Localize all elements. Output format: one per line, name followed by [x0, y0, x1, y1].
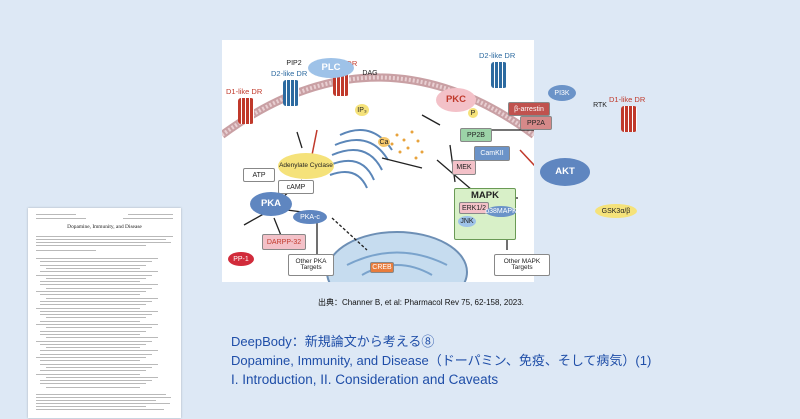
receptor-label-d1-right: D1-like DR: [609, 95, 646, 104]
endoplasmic-reticulum: [329, 129, 393, 189]
node-plc: PLC: [308, 58, 354, 78]
node-pp2b: PP2B: [460, 128, 492, 142]
node-atp: ATP: [243, 168, 275, 182]
node-p: P: [468, 108, 478, 118]
heading-subtitle: I. Introduction, II. Consideration and C…: [231, 372, 499, 387]
node-pi3k: PI3K: [548, 85, 576, 101]
node-camp: cAMP: [278, 180, 314, 194]
receptor-d1-left: [238, 98, 254, 124]
node-other-pka: Other PKA Targets: [288, 254, 334, 276]
node-mek: MEK: [452, 160, 476, 175]
node-akt: AKT: [540, 158, 590, 186]
receptor-d2-left: [283, 80, 299, 106]
receptor-label-d1-left: D1-like DR: [226, 87, 263, 96]
node-other-mapk: Other MAPK Targets: [494, 254, 550, 276]
heading-title: Dopamine, Immunity, and Disease（ドーパミン、免疫…: [231, 353, 652, 368]
paper-title: Dopamine, Immunity, and Disease: [67, 224, 142, 230]
node-darpp32: DARPP-32: [262, 234, 306, 250]
node-gsk3: GSK3α/β: [595, 204, 637, 218]
paper-thumbnail: Dopamine, Immunity, and Disease: [28, 208, 181, 418]
calcium-ions: [390, 130, 424, 160]
node-pp2a: PP2A: [520, 116, 552, 130]
figure-caption: 出典：Channer B, et al: Pharmacol Rev 75, 6…: [318, 298, 524, 307]
receptor-label-d2-right: D2-like DR: [479, 51, 516, 60]
node-beta-arrestin: β-arrestin: [508, 102, 550, 116]
node-pka: PKA: [250, 192, 292, 216]
node-rtk: RTK: [593, 101, 607, 109]
node-jnk: JNK: [458, 216, 476, 227]
node-adenylate-cyclase: Adenylate Cyclase: [278, 153, 334, 179]
node-dag: DAG: [362, 69, 378, 77]
node-pip2: PIP2: [286, 59, 302, 67]
node-camkii: CamKII: [474, 146, 510, 161]
receptor-d2-right: [491, 62, 507, 88]
node-creb: CREB: [370, 262, 394, 273]
node-ca: Ca: [378, 137, 390, 147]
node-p38mapk: p38MAPK: [485, 206, 517, 217]
pathway-diagram: [222, 40, 534, 282]
nucleus: [326, 231, 468, 282]
pathway-svg: [222, 73, 534, 282]
node-pp1: PP-1: [228, 252, 254, 266]
node-erk12: ERK1/2: [459, 202, 489, 214]
receptor-label-d2-left: D2-like DR: [271, 69, 308, 78]
heading-series: DeepBody：新規論文から考える⑧: [231, 334, 435, 349]
cell-membrane: [222, 73, 534, 139]
node-ip3: IP₃: [355, 104, 369, 116]
node-pka-c: PKA-c: [293, 210, 327, 224]
receptor-d1-right: [621, 106, 637, 132]
